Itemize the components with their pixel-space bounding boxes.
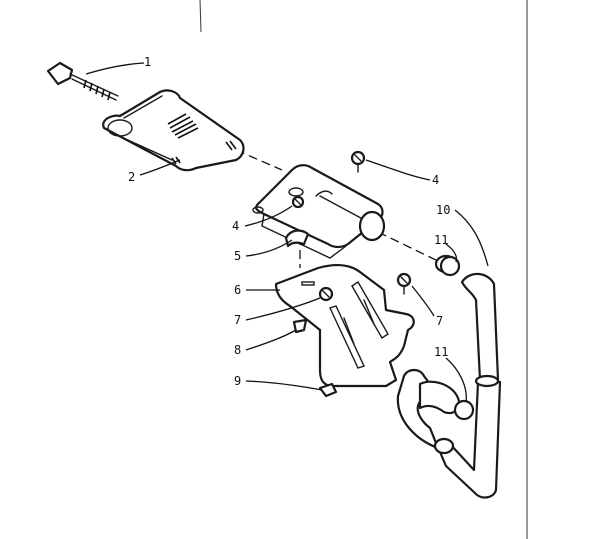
end-marking (171, 140, 237, 165)
callout-7-left: 7 (234, 313, 241, 327)
callout-11-upper: 11 (434, 233, 448, 247)
callout-6: 6 (234, 283, 241, 297)
callout-4-top: 4 (432, 173, 439, 187)
part-11-clamp-lower (453, 399, 475, 421)
mounting-slots (329, 281, 389, 369)
callout-5: 5 (234, 249, 241, 263)
callout-7-right: 7 (436, 314, 443, 328)
callout-11-lower: 11 (434, 345, 448, 359)
housing-bracket (252, 164, 386, 259)
scan-edge-left (199, 0, 202, 33)
part-1-probe (46, 61, 119, 101)
part-6-mounting-plate (274, 263, 415, 388)
leader-lines (85, 62, 489, 403)
part-11-clamp-upper (439, 255, 461, 277)
part-7-screw-right (396, 272, 412, 295)
callout-1: 1 (144, 55, 151, 69)
vent-grille (167, 113, 199, 139)
part-2-filter-body (102, 89, 245, 172)
callout-9: 9 (234, 374, 241, 388)
callout-2: 2 (128, 170, 135, 184)
callout-10: 10 (436, 203, 450, 217)
part-10-hose (396, 254, 502, 499)
part-4-screw-top (350, 150, 366, 173)
part-7-screw-left (318, 286, 334, 302)
part-8-bracket (292, 318, 308, 334)
callout-4-left: 4 (232, 219, 239, 233)
part-4-screw-left (291, 195, 305, 209)
part-9-clip (318, 382, 338, 398)
callout-8: 8 (234, 343, 241, 357)
part-5-retainer-clip (284, 229, 310, 248)
